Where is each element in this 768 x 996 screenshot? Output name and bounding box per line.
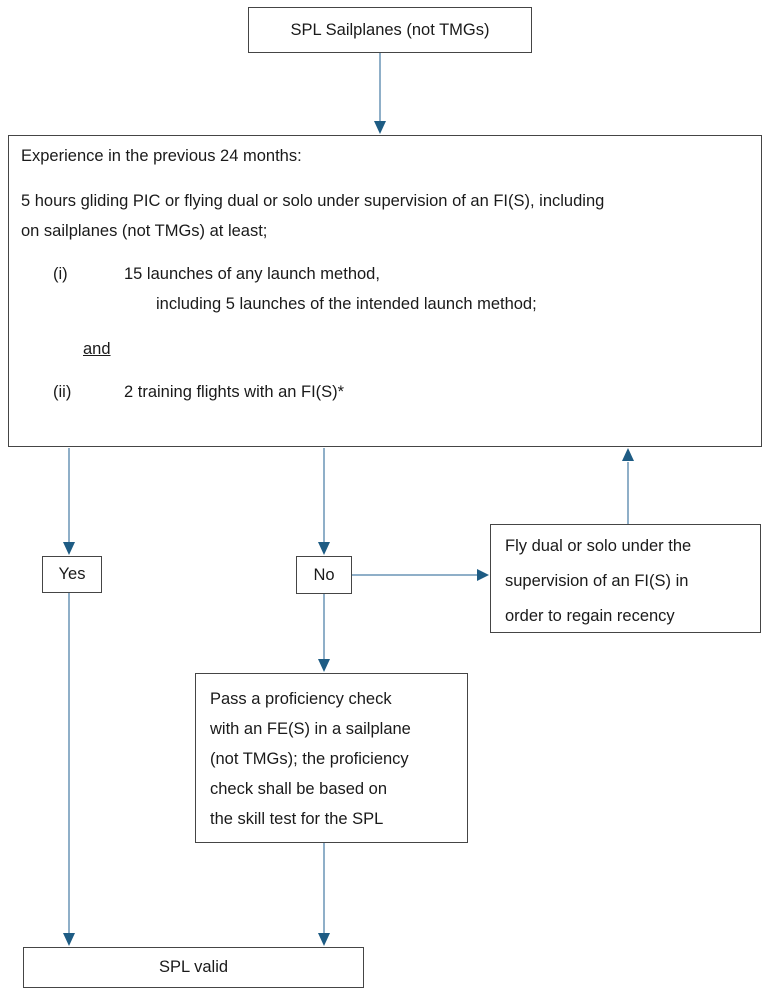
- list-marker: (ii): [53, 383, 72, 401]
- text-line: 15 launches of any launch method,: [124, 265, 380, 283]
- text-line: the skill test for the SPL: [210, 810, 384, 828]
- node-proficiency-check: Pass a proficiency check with an FE(S) i…: [195, 673, 468, 843]
- node-no-label: No: [313, 565, 335, 584]
- node-spl-valid: SPL valid: [23, 947, 364, 988]
- edge-experience-to-no: [318, 448, 330, 555]
- experience-item-i-continuation: including 5 launches of the intended lau…: [156, 295, 537, 313]
- node-yes-label: Yes: [58, 565, 86, 583]
- experience-connector-and: and: [83, 340, 111, 358]
- edge-no-to-regain: [352, 569, 489, 581]
- node-experience: Experience in the previous 24 months: 5 …: [8, 135, 762, 447]
- experience-item-i: (i) 15 launches of any launch method,: [53, 259, 749, 289]
- edge-no-to-proficiency: [318, 594, 330, 672]
- text-line: Pass a proficiency check: [210, 690, 392, 708]
- text-line: 2 training flights with an FI(S)*: [124, 383, 345, 401]
- edge-start-to-experience: [374, 53, 386, 134]
- text-line: on sailplanes (not TMGs) at least;: [21, 222, 268, 240]
- node-spl-valid-label: SPL valid: [158, 958, 229, 976]
- list-marker: (i): [53, 265, 68, 283]
- text-line: Fly dual or solo under the: [505, 537, 692, 555]
- text-line: check shall be based on: [210, 780, 388, 798]
- text-line: 5 hours gliding PIC or flying dual or so…: [21, 192, 605, 210]
- node-yes: Yes: [42, 556, 102, 593]
- edge-proficiency-to-valid: [318, 843, 330, 946]
- edge-regain-to-experience: [622, 448, 634, 524]
- experience-heading: Experience in the previous 24 months:: [21, 147, 302, 165]
- text-line: supervision of an FI(S) in: [505, 572, 689, 590]
- text-line: with an FE(S) in a sailplane: [210, 720, 411, 738]
- node-start: SPL Sailplanes (not TMGs): [248, 7, 532, 53]
- experience-item-ii: (ii) 2 training flights with an FI(S)*: [53, 377, 749, 407]
- node-no: No: [296, 556, 352, 594]
- node-start-label: SPL Sailplanes (not TMGs): [290, 20, 490, 39]
- text-line: order to regain recency: [505, 607, 675, 625]
- edge-experience-to-yes: [63, 448, 75, 555]
- edge-yes-to-valid: [63, 593, 75, 946]
- text-line: (not TMGs); the proficiency: [210, 750, 409, 768]
- experience-body: 5 hours gliding PIC or flying dual or so…: [21, 186, 749, 246]
- node-regain-recency: Fly dual or solo under the supervision o…: [490, 524, 761, 633]
